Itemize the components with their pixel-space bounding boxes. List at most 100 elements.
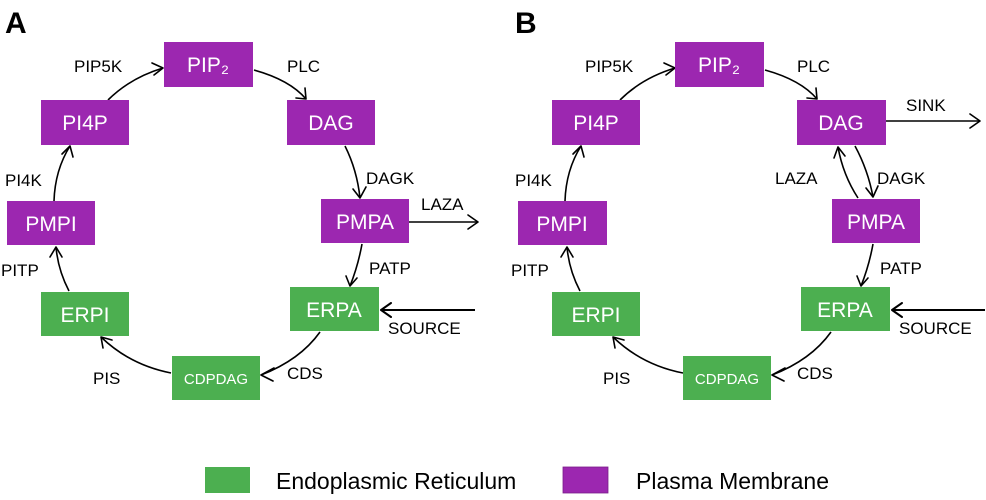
node-label: PMPA [336,211,394,234]
panel-a-label: A [5,7,27,40]
node-label: DAG [308,112,354,135]
edge-pmpa-erpa [860,243,874,287]
node-erpa: ERPA [290,287,379,331]
enzyme-label-cds: CDS [797,364,833,383]
node-label: CDPDAG [184,371,248,388]
node-box [552,292,640,336]
node-cdpdag: CDPDAG [172,356,260,400]
node-box [683,356,771,400]
node-erpi: ERPI [41,292,129,336]
enzyme-label-pi4k: PI4K [5,171,43,190]
legend: Endoplasmic Reticulum Plasma Membrane [205,466,829,494]
legend-item-er: Endoplasmic Reticulum [205,467,516,494]
node-pmpa: PMPA [832,199,920,243]
edge-pmpa-dag [837,146,859,199]
arrowhead-icon [891,302,903,318]
node-label: PMPI [536,213,587,236]
enzyme-label-pitp: PITP [1,261,39,280]
node-label: ERPA [306,299,362,322]
node-dag: DAG [797,100,886,145]
enzyme-label-sink: SINK [906,96,946,115]
node-box [321,199,409,243]
node-pi4p: PI4P [552,100,640,145]
node-box [164,42,253,87]
edge-pmpa-erpa [349,243,363,287]
arrowhead-icon [833,146,846,159]
legend-label-pm: Plasma Membrane [636,468,829,494]
node-box [7,201,95,245]
arrowhead-icon [856,275,869,287]
enzyme-label-patp: PATP [880,259,922,278]
node-pip2: PIP₂ [675,42,764,87]
enzyme-label-cds: CDS [287,364,323,383]
enzyme-label-source: SOURCE [388,319,461,338]
node-label: CDPDAG [695,371,759,388]
node-pmpa: PMPA [321,199,409,243]
arrowhead-icon [969,113,981,129]
node-label: ERPA [817,299,873,322]
node-box [290,287,379,331]
edge-dag-pmpa [854,145,874,198]
node-dag: DAG [287,100,375,145]
enzyme-label-laza: LAZA [421,195,464,214]
node-pi4p: PI4P [41,100,129,145]
node-box [518,201,607,245]
arrowhead-icon [560,246,574,258]
panel-b-edges [560,62,985,382]
arrowhead-icon [345,275,358,287]
legend-label-er: Endoplasmic Reticulum [276,468,516,494]
arrowhead-icon [260,367,275,382]
edge-pmpi-pi4p [564,145,582,202]
legend-swatch-er [205,467,250,493]
node-box [797,100,886,145]
enzyme-label-dagk: DAGK [366,169,415,188]
arrowhead-icon [467,214,479,230]
enzyme-label-pitp: PITP [511,261,549,280]
node-label: ERPI [60,304,109,327]
edge-dag-pmpa [344,145,361,199]
enzyme-label-laza: LAZA [775,169,818,188]
panel-b-label: B [515,7,537,40]
edge-pip2-dag [764,69,818,100]
node-pmpi: PMPI [7,201,95,245]
edge-erpi-pmpi [55,246,70,292]
edge-erpi-pmpi [566,246,581,292]
arrowhead-icon [865,185,879,198]
node-label: PIP₂ [698,54,740,77]
node-box [552,100,640,145]
node-box [41,292,129,336]
node-box [832,199,920,243]
edge-cdpdag-erpi [100,336,172,374]
enzyme-label-pis: PIS [603,369,630,388]
enzyme-label-pis: PIS [93,369,120,388]
node-label: PI4P [573,112,619,135]
enzyme-label-pip5k: PIP5K [74,57,123,76]
arrowhead-icon [771,367,786,382]
arrowhead-icon [49,246,63,258]
enzyme-label-plc: PLC [287,57,320,76]
arrowhead-icon [572,145,585,158]
arrowhead-icon [352,186,367,199]
node-cdpdag: CDPDAG [683,356,771,400]
legend-item-pm: Plasma Membrane [562,466,829,494]
panel-a-edges [49,62,479,382]
node-box [41,100,129,145]
arrowhead-icon [61,145,74,158]
panel-a: A [1,7,479,400]
enzyme-label-patp: PATP [369,259,411,278]
edge-pi4p-pip2 [107,67,164,101]
node-label: PI4P [62,112,108,135]
arrowhead-icon [295,87,307,100]
arrowhead-icon [380,302,392,318]
enzyme-label-source: SOURCE [899,319,972,338]
enzyme-label-pip5k: PIP5K [585,57,634,76]
node-label: PMPA [847,211,905,234]
node-label: PMPI [25,213,76,236]
node-box [801,287,890,331]
enzyme-label-plc: PLC [797,57,830,76]
arrowhead-icon [151,62,164,76]
node-box [172,356,260,400]
enzyme-label-pi4k: PI4K [515,171,553,190]
node-pmpi: PMPI [518,201,607,245]
